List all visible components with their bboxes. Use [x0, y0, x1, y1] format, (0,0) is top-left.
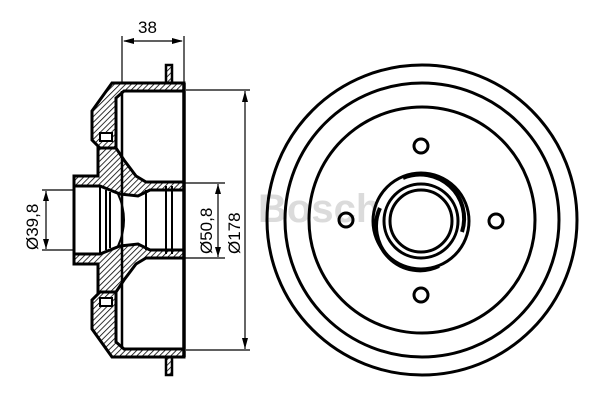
dimension-drum-diameter-label: Ø178	[225, 212, 244, 254]
bolt-hole-right	[487, 212, 505, 230]
dimension-inner-bore-label: Ø39,8	[23, 204, 42, 250]
dimension-drum-diameter: Ø178	[186, 89, 250, 351]
middle-ring	[283, 81, 561, 359]
dimension-width: 38	[121, 18, 185, 83]
bottom-stud	[164, 355, 174, 377]
inner-ring	[307, 105, 537, 335]
dimension-width-label: 38	[138, 18, 157, 37]
bolt-hole-left	[337, 211, 355, 229]
dimension-inner-bore: Ø39,8	[23, 189, 74, 251]
bolt-hole-bottom	[412, 286, 430, 304]
watermark: Bosch	[258, 187, 380, 231]
hub-lower	[72, 242, 186, 294]
dimension-hub-bore: Ø50,8	[184, 182, 225, 259]
bolt-hole-top	[412, 137, 430, 155]
top-stud	[164, 63, 174, 85]
outer-rim	[265, 63, 579, 377]
dimension-hub-bore-label: Ø50,8	[197, 208, 216, 254]
hub-center	[371, 171, 471, 273]
front-view	[265, 63, 579, 377]
hub-upper	[72, 146, 186, 198]
side-section-view	[72, 63, 186, 377]
